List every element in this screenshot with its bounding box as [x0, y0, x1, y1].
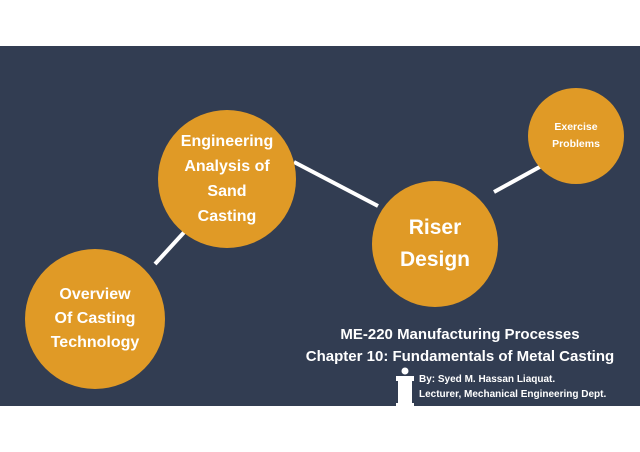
- topic-riser-design-circle[interactable]: Riser Design: [372, 181, 498, 307]
- lectern-speaker-icon: [396, 367, 414, 406]
- topic-exercise-problems-label: Exercise Problems: [552, 121, 600, 150]
- connector-riser-exercise: [493, 162, 546, 194]
- course-title: ME-220 Manufacturing Processes: [340, 326, 580, 343]
- topic-analysis-circle[interactable]: Engineering Analysis of Sand Casting: [158, 110, 296, 248]
- connector-overview-analysis: [153, 226, 190, 266]
- topic-analysis-label: Engineering Analysis of Sand Casting: [180, 133, 274, 225]
- topic-riser-design-label: Riser Design: [399, 216, 470, 271]
- topic-overview-label: Overview Of Casting Technology: [50, 286, 140, 351]
- connector-analysis-riser: [293, 160, 379, 208]
- author-position: Lecturer, Mechanical Engineering Dept.: [419, 389, 607, 400]
- slide-canvas: Overview Of Casting Technology Engineeri…: [0, 46, 640, 406]
- chapter-title: Chapter 10: Fundamentals of Metal Castin…: [305, 348, 615, 365]
- topic-exercise-problems-circle[interactable]: Exercise Problems: [528, 88, 624, 184]
- author-name: By: Syed M. Hassan Liaquat.: [419, 374, 556, 385]
- topic-overview-circle[interactable]: Overview Of Casting Technology: [25, 249, 165, 389]
- connector-lines: [153, 160, 546, 266]
